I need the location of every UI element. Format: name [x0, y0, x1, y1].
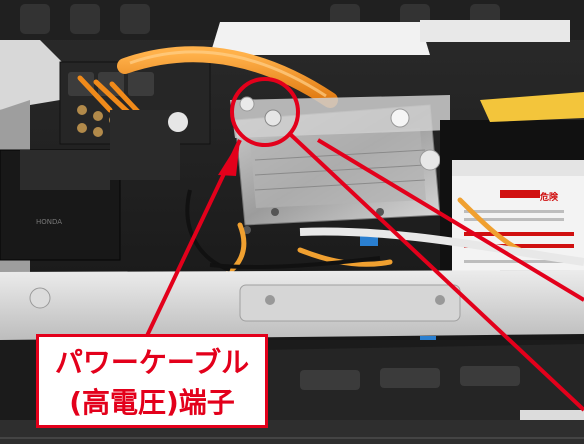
yellow-tape — [480, 92, 584, 122]
terminal-bracket — [230, 95, 450, 138]
white-clip — [168, 112, 188, 132]
pointer-line-right-upper — [316, 138, 584, 302]
brand-mark: HONDA — [36, 218, 62, 226]
top-cover-right — [420, 20, 570, 42]
left-frame-top — [0, 40, 70, 110]
circle-highlight-icon — [230, 77, 300, 147]
white-cable — [299, 227, 584, 266]
callout-label: パワーケーブル (高電圧)端子 — [36, 334, 268, 428]
pointer-line-right — [288, 132, 584, 412]
warning-header: 危険 — [539, 191, 559, 203]
top-cover — [210, 22, 430, 55]
callout-line-1: パワーケーブル — [54, 346, 250, 379]
callout-line-2: (高電圧)端子 — [69, 386, 235, 419]
